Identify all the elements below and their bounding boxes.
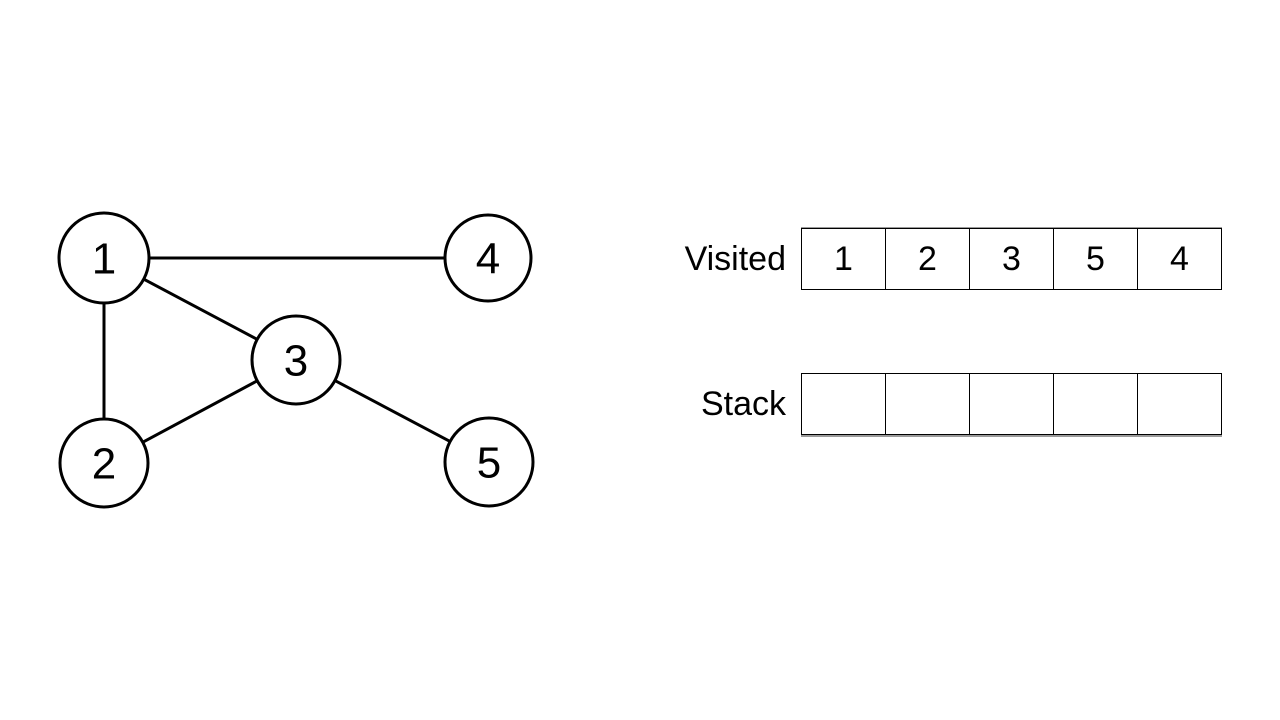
graph-node-1[interactable]: 1 — [57, 211, 151, 305]
stack-cells — [801, 373, 1222, 435]
stack-cell-4[interactable] — [1138, 374, 1222, 435]
graph-node-circle-3[interactable] — [250, 314, 342, 406]
graph-node-label-1: 1 — [92, 235, 116, 284]
graph-diagram: 1 2 3 4 5 — [57, 211, 535, 509]
graph-edge-3-5 — [332, 378, 453, 444]
graph-node-4[interactable]: 4 — [443, 213, 533, 303]
stack-cell-0[interactable] — [802, 374, 886, 435]
graph-node-circle-5[interactable] — [443, 416, 535, 508]
graph-node-5[interactable]: 5 — [443, 416, 535, 508]
graph-node-3[interactable]: 3 — [250, 314, 342, 406]
graph-node-circle-1[interactable] — [57, 211, 151, 305]
edge-layer — [102, 256, 453, 445]
stack-cell-3[interactable] — [1054, 374, 1138, 435]
visited-cell-4[interactable]: 4 — [1138, 229, 1222, 290]
stack-row: Stack — [620, 373, 1222, 435]
visited-cell-1[interactable]: 2 — [886, 229, 970, 290]
node-layer: 1 2 3 4 5 — [57, 211, 535, 509]
graph-node-circle-4[interactable] — [443, 213, 533, 303]
graph-node-label-5: 5 — [477, 439, 501, 488]
graph-edge-1-3 — [141, 277, 260, 342]
graph-node-2[interactable]: 2 — [58, 417, 150, 509]
graph-node-label-3: 3 — [284, 337, 308, 386]
graph-node-label-4: 4 — [476, 235, 500, 284]
stack-cell-2[interactable] — [970, 374, 1054, 435]
stack-label: Stack — [700, 385, 786, 423]
graph-node-label-2: 2 — [92, 440, 116, 489]
graph-panel: 1 2 3 4 5 — [0, 0, 620, 720]
graph-edge-2-3 — [140, 378, 260, 445]
visited-cell-3[interactable]: 5 — [1054, 229, 1138, 290]
visited-cell-2[interactable]: 3 — [970, 229, 1054, 290]
stack-cell-1[interactable] — [886, 374, 970, 435]
graph-node-circle-2[interactable] — [58, 417, 150, 509]
visited-label: Visited — [684, 240, 786, 278]
visited-cell-0[interactable]: 1 — [802, 229, 886, 290]
